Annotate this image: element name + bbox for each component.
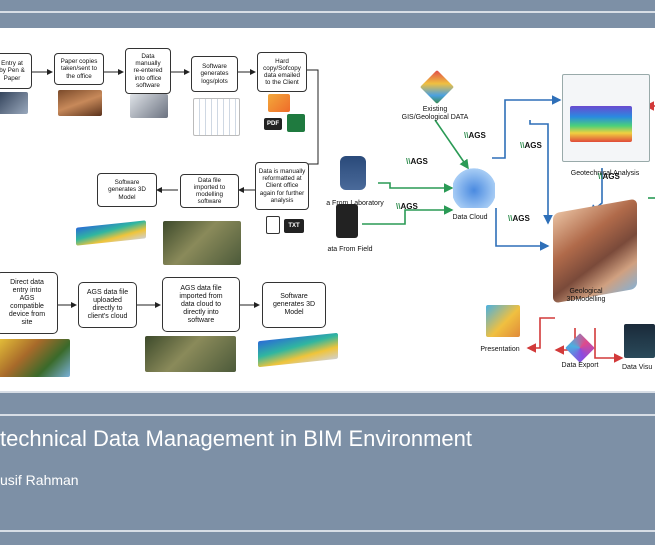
geomodel-label: Geological 3DModelling [566,288,606,303]
trad-box-3d-model: Software generates 3D Model [97,173,157,207]
ags-mark-icon: \\ [396,202,401,211]
ags-tag-lab: \\AGS [406,157,428,166]
arrow-lab-cloud [378,182,454,193]
ags-mark-icon: \\ [406,157,411,166]
ags-tag-gis: \\AGS [464,131,486,140]
visual-label: Data Visu [622,364,653,371]
excel-icon [287,114,305,132]
ags-text: AGS [512,214,530,223]
lab-label: a From Laboratory [326,200,384,207]
ags-mark-icon: \\ [598,172,603,181]
slide-author: usif Rahman [0,472,79,488]
log-plot-image [193,98,240,136]
top-rule [0,11,655,13]
geotech-label: Geotechnical Analysis [570,170,640,177]
arrow-gis-cloud [434,119,469,170]
arrow-model-presentation [526,317,555,353]
export-label: Data Export [561,362,599,369]
ags-tag-geotech: \\AGS [520,141,542,150]
txt-icon: TXT [284,219,304,233]
pen-paper-image [0,92,28,114]
ags-mark-icon: \\ [520,141,525,150]
arrow-cloud-geomodel [495,208,550,251]
top-band [0,0,655,28]
ags-text: AGS [602,172,620,181]
connector-layer [32,69,655,363]
digital-box-uploaded: AGS data file uploaded directly to clien… [78,282,137,328]
ags-text: AGS [524,141,542,150]
gis-label: Existing GIS/Geological DATA [401,106,469,121]
modelling-software-image [163,221,241,265]
presentation-icon [486,305,520,337]
data-cloud-icon [453,164,495,208]
paper-stack-image [58,90,102,116]
trad-box-imported: Data file imported to modelling software [180,174,239,208]
ags-text: AGS [468,131,486,140]
ags-text: AGS [410,157,428,166]
microscope-icon [340,156,366,190]
slide-title: technical Data Management in BIM Environ… [0,426,473,451]
trad-box-paper-copies: Paper copies taken/sent to the office [54,53,104,85]
cloud-label: Data Cloud [452,214,488,221]
data-visual-icon [624,324,655,358]
ags-tag-geotech-down: \\AGS [598,172,620,181]
field-device-image [0,339,70,377]
bottom-rule [0,530,655,532]
ags-mark-icon: \\ [508,214,513,223]
ags-tag-model: \\AGS [508,214,530,223]
tablet-icon [336,204,358,238]
pdf-icon: PDF [264,118,282,130]
arrow-model-visual [594,328,624,363]
digital-box-imported: AGS data file imported from data cloud t… [162,277,240,332]
trad-box-manual-reentry: Data manually re-entered into office sof… [125,48,171,94]
arrow-gis-geomodel [529,120,553,225]
mid-rule-2 [0,414,655,416]
arrow-cloud-geotech [492,95,562,159]
email-icon [268,94,290,112]
diagram-canvas: Entry at by Pen & Paper Paper copies tak… [0,28,655,391]
doc-icon [266,216,280,234]
trad-box-pen-paper: Entry at by Pen & Paper [0,53,32,89]
cloud-upload-icon [82,341,130,375]
digital-box-3d-model: Software generates 3D Model [262,282,326,328]
digital-box-direct-entry: Direct data entry into AGS compatible de… [0,272,58,334]
field-label: ata From Field [327,246,373,253]
arrow-field-cloud [362,205,454,225]
laptop-image [130,94,168,118]
ags-mark-icon: \\ [464,131,469,140]
trad-box-software-logs: Software generates logs/plots [191,56,238,92]
ags-text: AGS [400,202,418,211]
trad-box-emailed: Hard copy/Sofcopy data emailed to the Cl… [257,52,307,92]
presentation-label: Presentation [480,346,520,353]
ags-tag-field: \\AGS [396,202,418,211]
mid-rule [0,391,655,393]
geotech-plot [570,106,632,142]
trad-box-reformatted: Data is manually reformatted at Client o… [255,162,309,210]
imported-software-image [145,336,236,372]
